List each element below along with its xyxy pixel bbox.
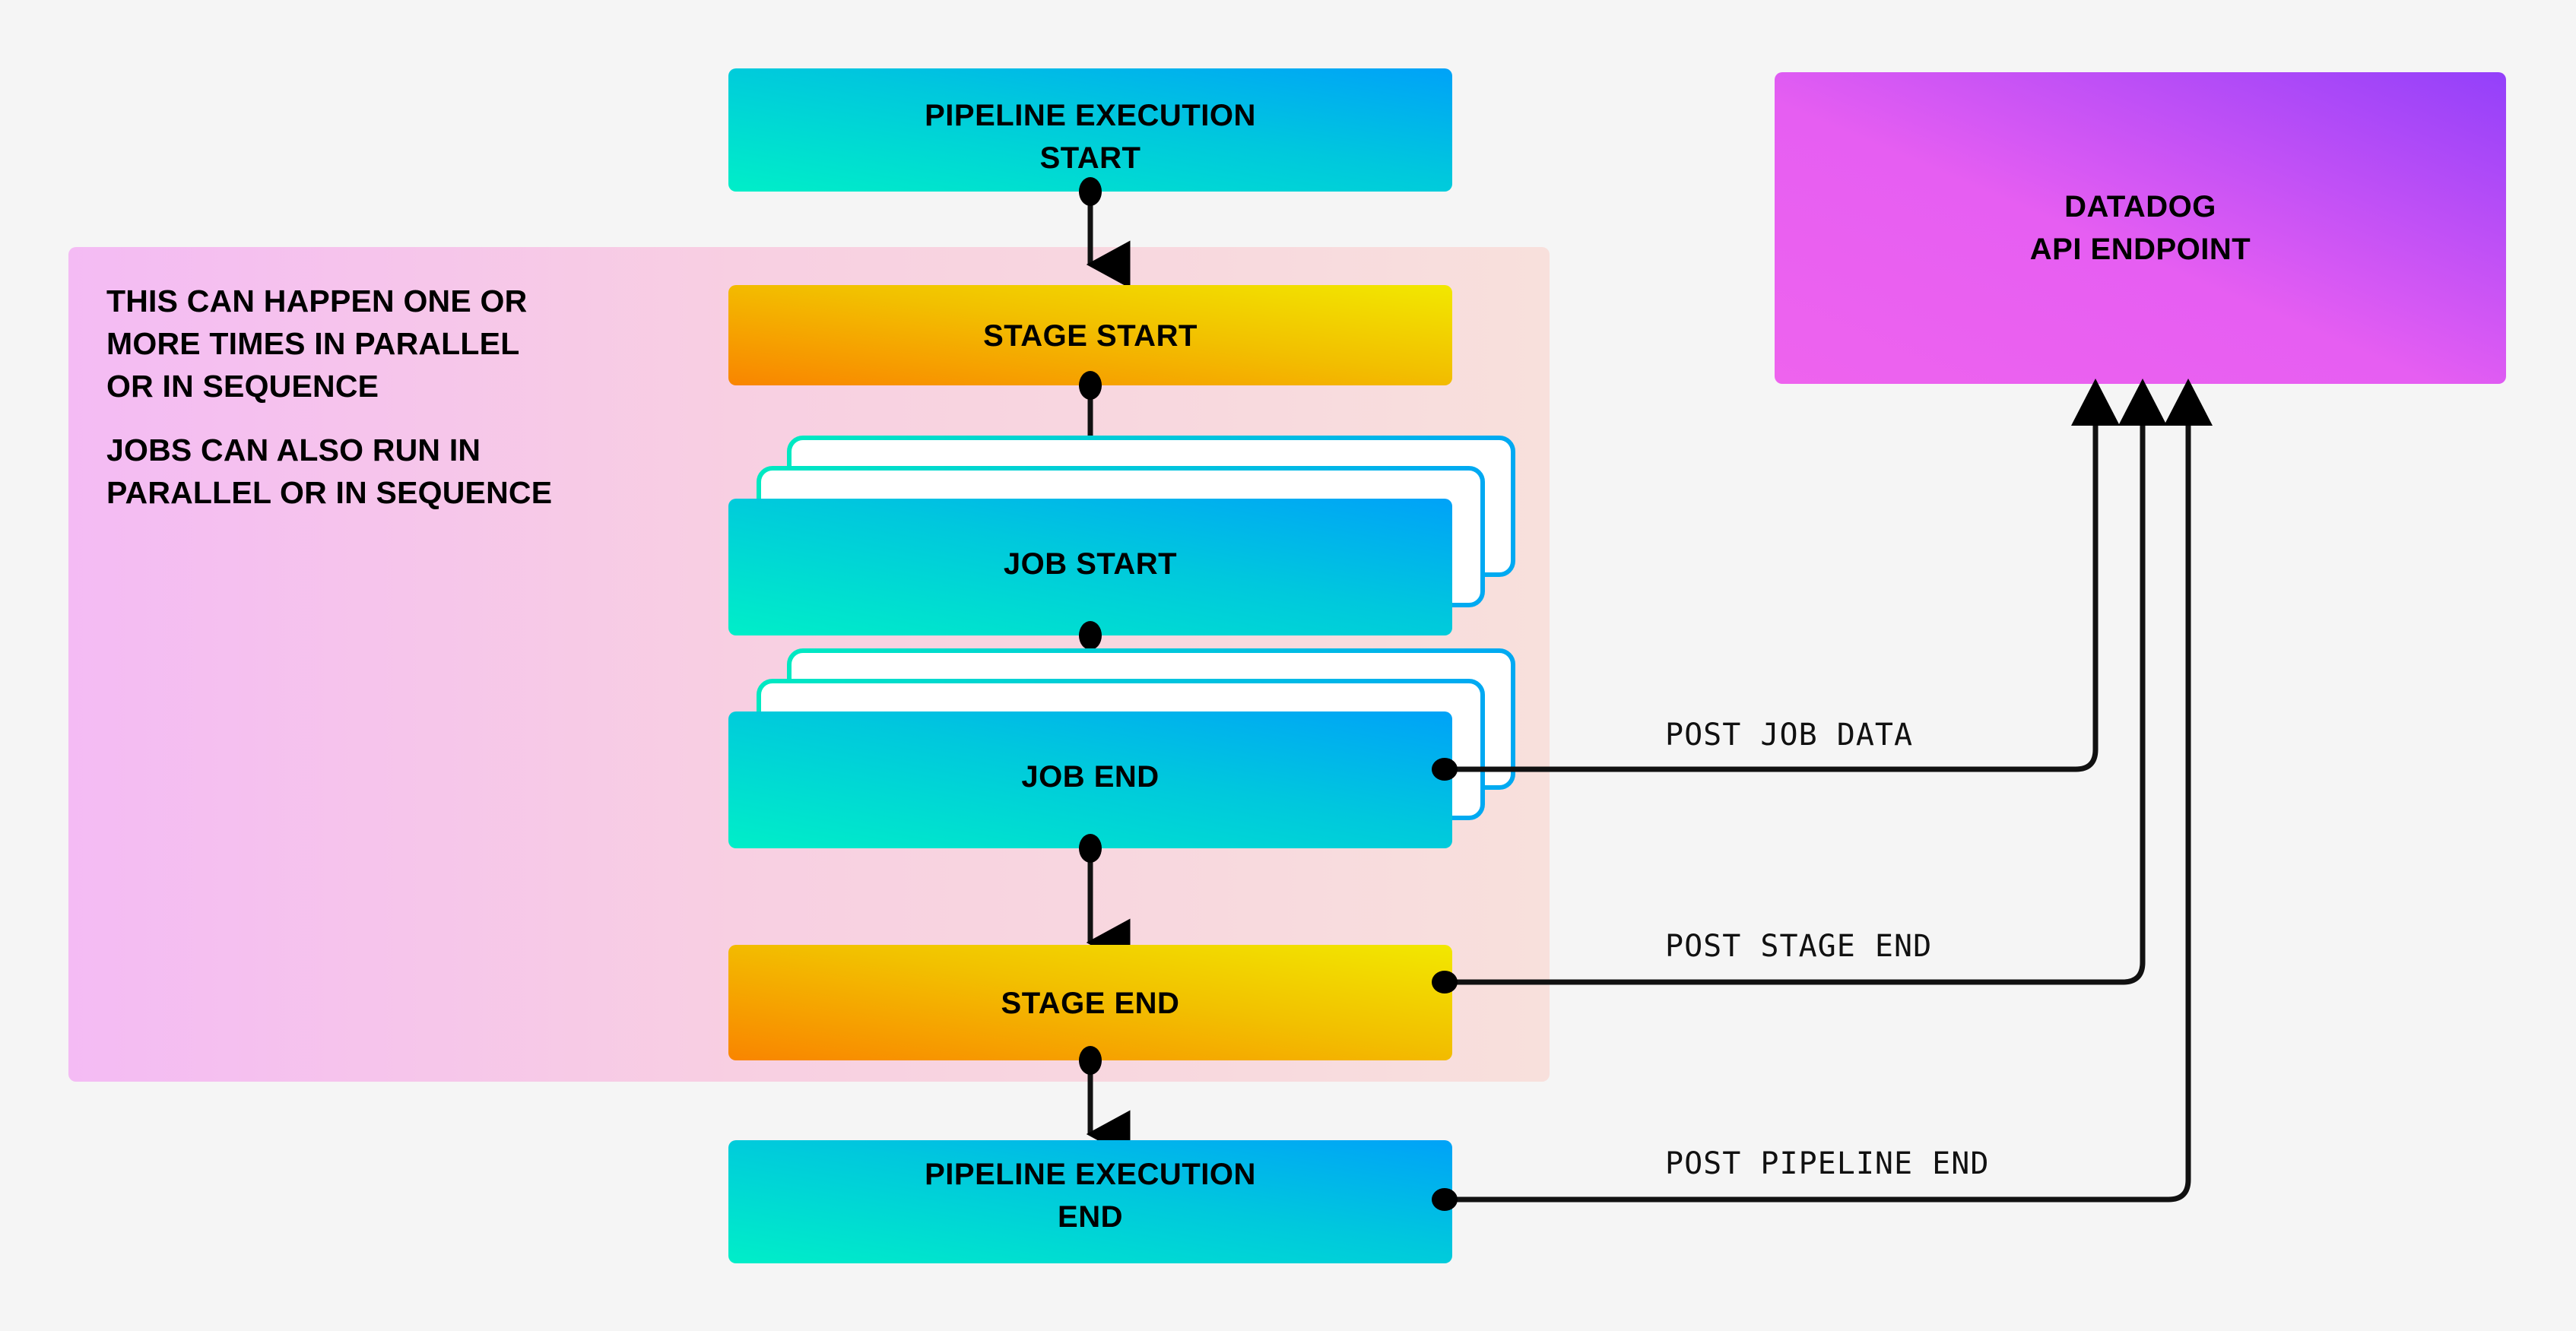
stage-start-label: STAGE START	[983, 319, 1198, 353]
connector-post-stage-end: POST STAGE END	[1432, 379, 2167, 993]
connector-label-post-pipeline-end: POST PIPELINE END	[1665, 1146, 1989, 1181]
pipeline-end-box[interactable]	[728, 1140, 1452, 1263]
node-pipeline-execution-end[interactable]: PIPELINE EXECUTION END	[728, 1140, 1452, 1263]
note2-line2: PARALLEL OR IN SEQUENCE	[106, 475, 552, 510]
flow-origin-dot	[1079, 177, 1102, 206]
job-end-label: JOB END	[1021, 760, 1159, 794]
pipeline-end-label-line2: END	[1058, 1200, 1123, 1234]
note1-line1: THIS CAN HAPPEN ONE OR	[106, 284, 527, 318]
flow-arrow-job-end-to-stage-end	[1079, 834, 1131, 967]
flow-origin-dot	[1079, 1046, 1102, 1075]
connector-origin-dot	[1432, 1188, 1458, 1211]
node-stage-end[interactable]: STAGE END	[728, 945, 1452, 1060]
pipeline-start-label-line1: PIPELINE EXECUTION	[925, 99, 1256, 132]
connector-label-post-job-data: POST JOB DATA	[1665, 718, 1913, 753]
connector-post-pipeline-end: POST PIPELINE END	[1432, 379, 2213, 1211]
flow-origin-dot	[1079, 834, 1102, 863]
node-pipeline-execution-start[interactable]: PIPELINE EXECUTION START	[728, 68, 1452, 192]
stage-end-label: STAGE END	[1001, 987, 1180, 1020]
flow-origin-dot	[1079, 371, 1102, 400]
flow-origin-dot	[1079, 621, 1102, 650]
connector-origin-dot	[1432, 758, 1458, 781]
connector-post-job-data: POST JOB DATA	[1432, 379, 2120, 781]
note-parallel-jobs: JOBS CAN ALSO RUN IN PARALLEL OR IN SEQU…	[106, 433, 552, 510]
arrowhead-up-icon	[2071, 379, 2120, 426]
job-end-box[interactable]	[728, 711, 1452, 848]
job-start-label: JOB START	[1004, 547, 1177, 581]
stage-end-box[interactable]	[728, 945, 1452, 1060]
arrowhead-up-icon	[2118, 379, 2167, 426]
node-stage-start[interactable]: STAGE START	[728, 285, 1452, 385]
flow-arrow-stage-end-to-pipeline-end	[1079, 1046, 1131, 1158]
job-start-box[interactable]	[728, 499, 1452, 635]
note1-line3: OR IN SEQUENCE	[106, 369, 379, 404]
pipeline-start-label-line2: START	[1040, 141, 1141, 175]
node-datadog-api-endpoint[interactable]: DATADOG API ENDPOINT	[1775, 72, 2506, 384]
note-parallel-stages: THIS CAN HAPPEN ONE OR MORE TIMES IN PAR…	[106, 284, 527, 404]
connector-origin-dot	[1432, 971, 1458, 993]
pipeline-end-label-line1: PIPELINE EXECUTION	[925, 1158, 1256, 1191]
datadog-label-line2: API ENDPOINT	[2030, 233, 2251, 266]
connector-label-post-stage-end: POST STAGE END	[1665, 929, 1932, 964]
arrowhead-up-icon	[2164, 379, 2213, 426]
note1-line2: MORE TIMES IN PARALLEL	[106, 326, 519, 361]
note2-line1: JOBS CAN ALSO RUN IN	[106, 433, 481, 467]
node-job-start-stack[interactable]: JOB START	[728, 436, 1515, 635]
node-job-end-stack[interactable]: JOB END	[728, 648, 1515, 848]
stage-start-box[interactable]	[728, 285, 1452, 385]
pipeline-start-box[interactable]	[728, 68, 1452, 192]
datadog-box[interactable]	[1775, 72, 2506, 384]
flow-arrow-pipeline-start-to-stage-start	[1079, 177, 1131, 289]
datadog-label-line1: DATADOG	[2064, 190, 2216, 223]
